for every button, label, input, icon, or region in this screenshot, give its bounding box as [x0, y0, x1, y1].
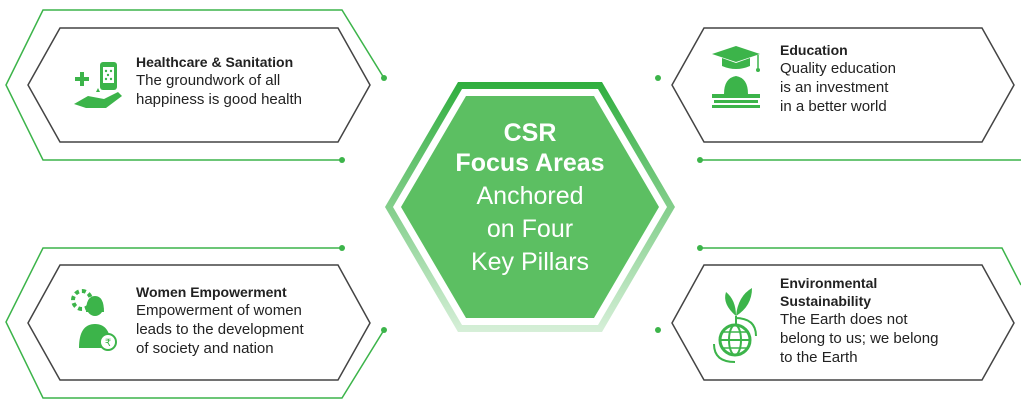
women-hexagon	[27, 264, 371, 381]
environment-title-line-1: Environmental	[780, 275, 878, 291]
women-dot-top	[339, 245, 345, 251]
education-dot-bottom	[697, 157, 703, 163]
women-frame	[5, 247, 385, 399]
center-title-line-2: Focus Areas	[455, 149, 605, 177]
women-empowerment-icon: ₹	[71, 289, 117, 351]
women-card: ₹	[5, 245, 387, 399]
environment-dot-left	[655, 327, 661, 333]
education-card	[655, 27, 1021, 163]
education-body-line-3: in a better world	[780, 98, 887, 115]
education-body-line-2: is an investment	[780, 79, 889, 96]
environment-body-line-1: The Earth does not	[780, 311, 908, 328]
environment-card	[655, 245, 1021, 381]
healthcare-frame	[5, 9, 385, 161]
environment-title-line-2: Sustainability	[780, 293, 872, 309]
women-title: Women Empowerment	[136, 284, 287, 300]
healthcare-text: Healthcare & Sanitation The groundwork o…	[136, 53, 302, 109]
center-subtitle-line-1: Anchored	[476, 182, 584, 210]
center-subtitle-line-2: on Four	[486, 215, 574, 243]
education-body-line-1: Quality education	[780, 60, 896, 77]
healthcare-hexagon	[27, 27, 371, 143]
healthcare-dot-right	[381, 75, 387, 81]
center-title-line-1: CSR	[503, 119, 557, 147]
education-icon	[712, 46, 760, 108]
healthcare-card	[5, 9, 387, 163]
center-hexagon	[385, 82, 675, 332]
healthcare-title: Healthcare & Sanitation	[136, 54, 294, 70]
women-dot-right	[381, 327, 387, 333]
education-text: Education Quality education is an invest…	[780, 41, 896, 116]
healthcare-dot-bottom	[339, 157, 345, 163]
environment-body-line-2: belong to us; we belong	[780, 330, 939, 347]
center-label: CSR Focus Areas Anchored on Four Key Pil…	[430, 118, 630, 277]
healthcare-body-line-1: The groundwork of all	[136, 72, 281, 89]
center-fill	[401, 96, 659, 318]
women-body-line-1: Empowerment of women	[136, 302, 302, 319]
svg-text:₹: ₹	[105, 338, 111, 349]
women-body-line-2: leads to the development	[136, 321, 304, 338]
environment-dot-top	[697, 245, 703, 251]
healthcare-body-line-2: happiness is good health	[136, 91, 302, 108]
environment-frame	[700, 247, 1021, 286]
women-body-line-3: of society and nation	[136, 340, 274, 357]
education-title: Education	[780, 42, 848, 58]
environment-text: Environmental Sustainability The Earth d…	[780, 274, 938, 367]
environment-hexagon	[671, 264, 1015, 381]
healthcare-icon	[74, 62, 122, 108]
women-text: Women Empowerment Empowerment of women l…	[136, 283, 304, 358]
environment-body-line-3: to the Earth	[780, 349, 858, 366]
center-subtitle-line-3: Key Pillars	[470, 248, 590, 276]
environment-icon	[713, 288, 757, 363]
education-dot-left	[655, 75, 661, 81]
